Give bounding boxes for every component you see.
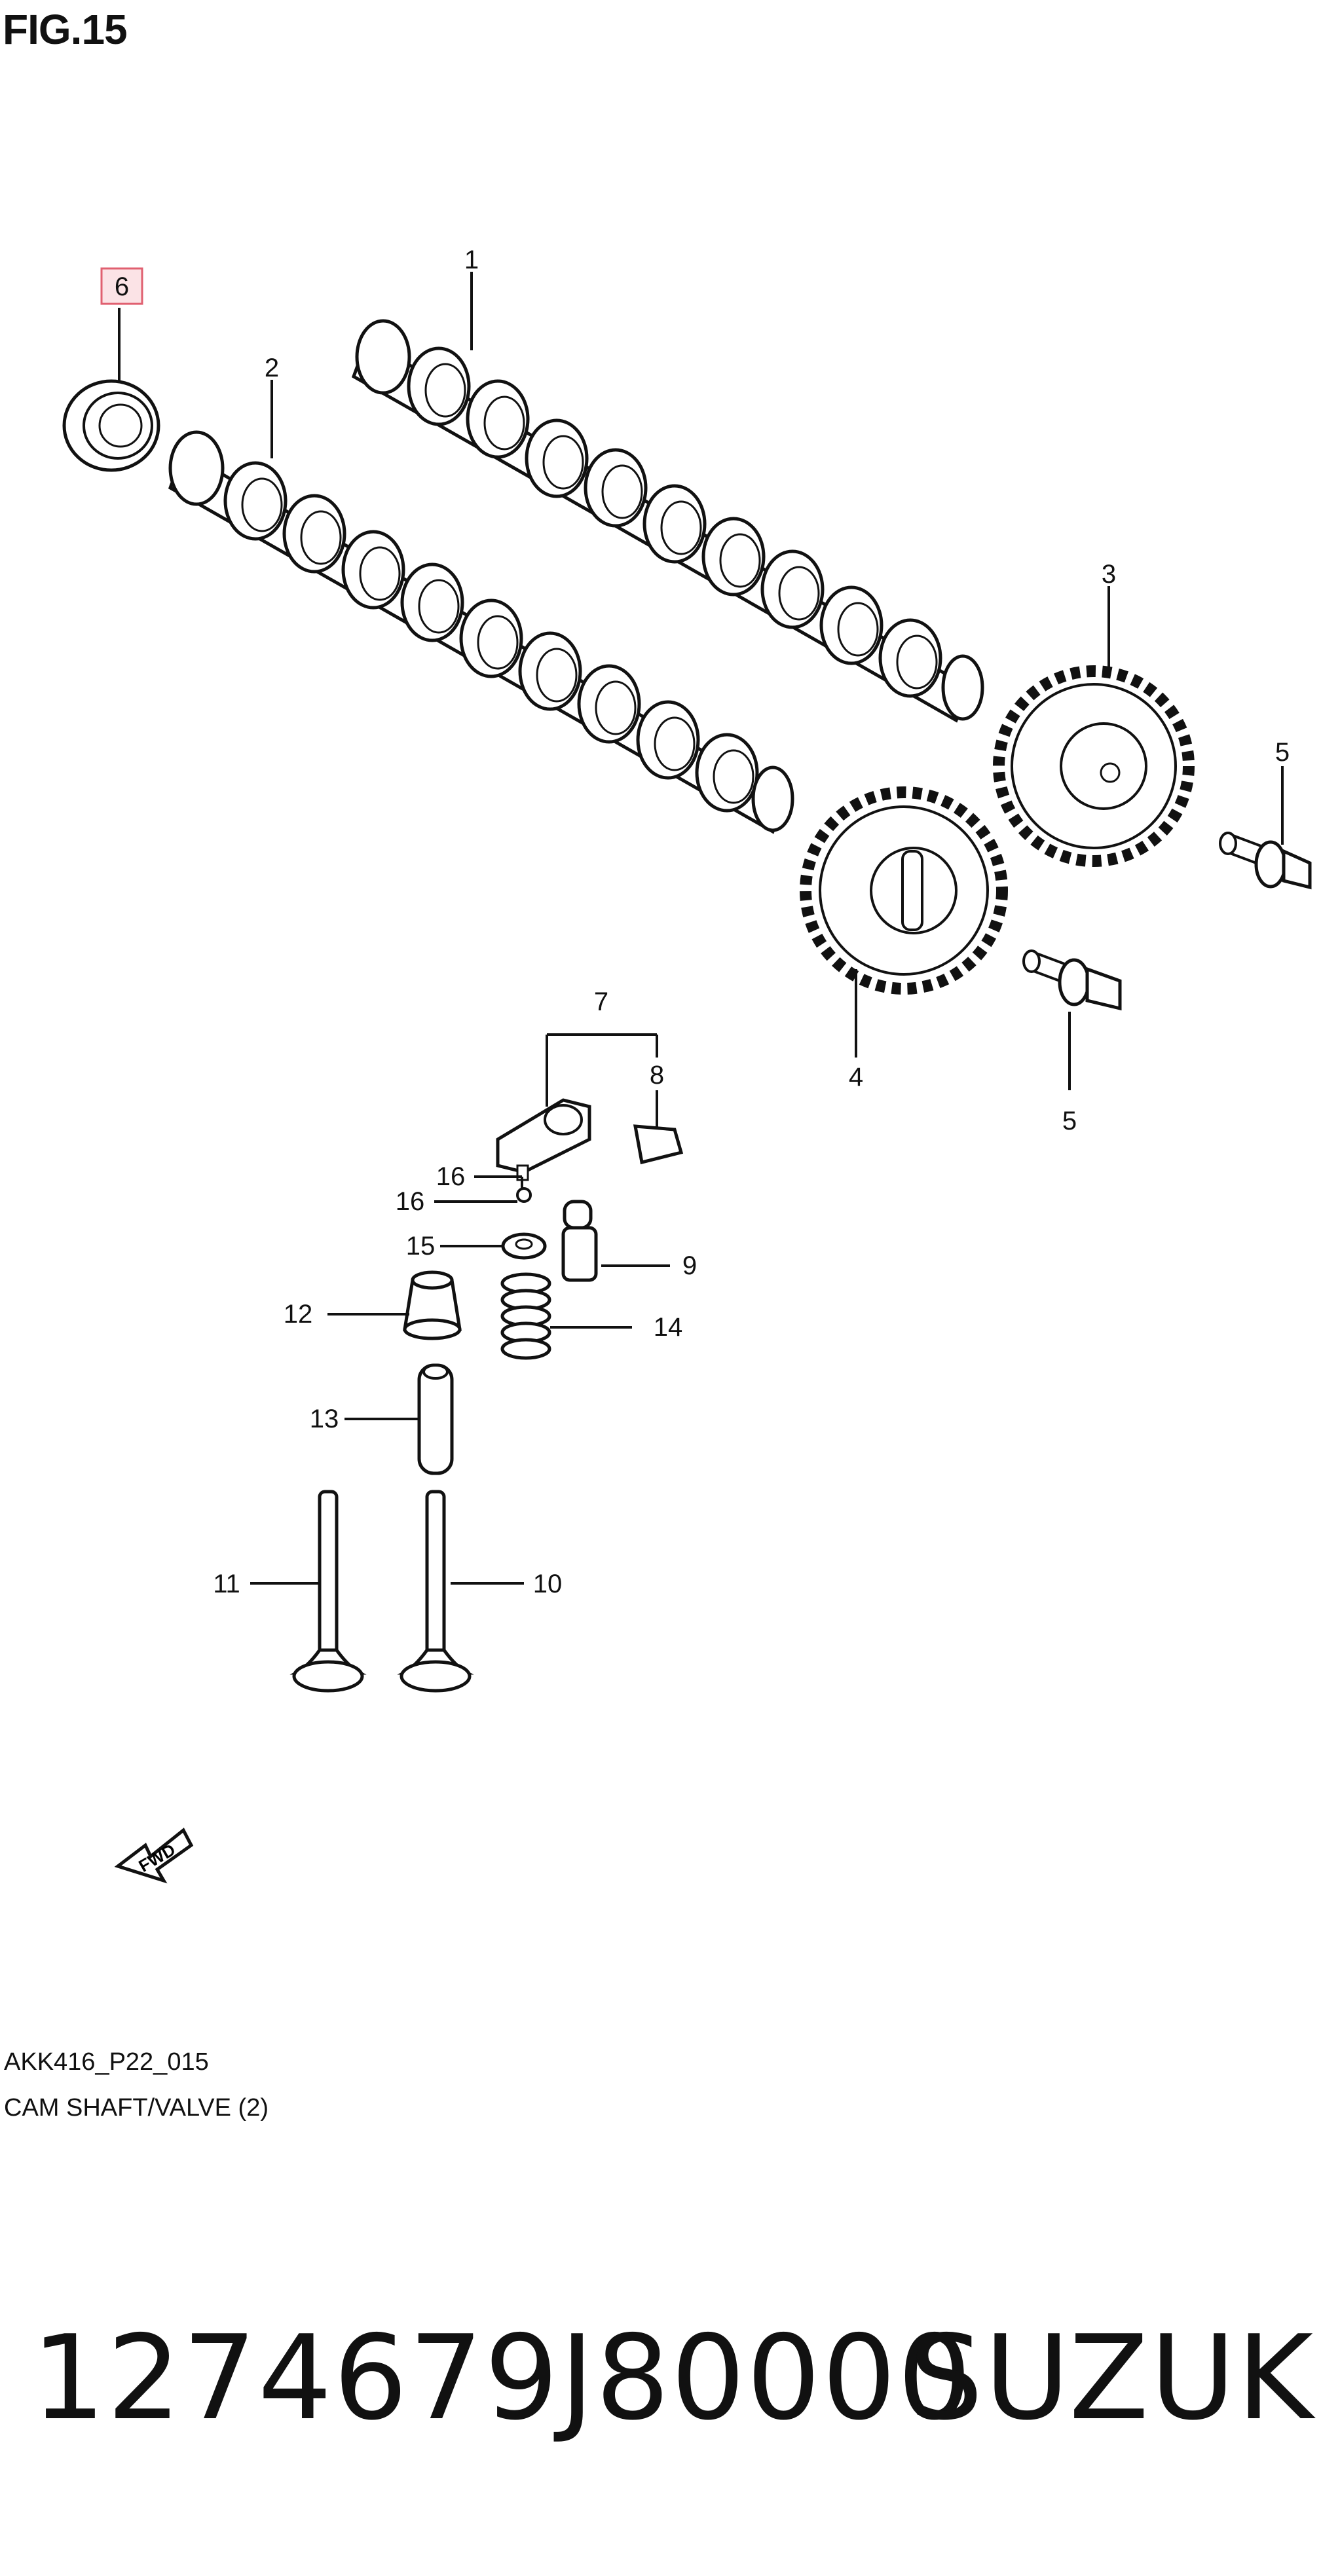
intake-valve-drawing	[397, 1490, 474, 1693]
camshaft-1-drawing	[351, 319, 984, 723]
fwd-arrow: FWD	[114, 1828, 194, 1884]
callout-12: 12	[284, 1300, 313, 1329]
bolt-5-upper-drawing	[1219, 832, 1312, 890]
callout-5-lower: 5	[1062, 1107, 1077, 1135]
callout-15: 15	[406, 1232, 436, 1260]
leader-lines	[118, 272, 1284, 1585]
lash-adjuster-drawing	[561, 1200, 598, 1282]
callout-3: 3	[1102, 560, 1116, 589]
valve-cotter-drawing	[516, 1187, 532, 1203]
callout-5-upper: 5	[1275, 738, 1290, 767]
brand-name: SUZUKI	[909, 2310, 1321, 2446]
callout-2: 2	[265, 354, 279, 382]
clip-drawing	[633, 1124, 684, 1165]
callout-1: 1	[464, 246, 479, 274]
bolt-5-lower-drawing	[1022, 949, 1122, 1011]
spring-retainer-drawing	[501, 1232, 547, 1260]
sprocket-3-drawing	[993, 665, 1195, 867]
camshaft-2-drawing	[168, 430, 794, 834]
callout-6: 6	[115, 272, 129, 301]
figure-code: AKK416_P22_015	[4, 2048, 209, 2076]
callout-7: 7	[594, 987, 608, 1016]
exhaust-valve-drawing	[289, 1490, 367, 1693]
callout-10: 10	[533, 1570, 563, 1598]
callout-8: 8	[650, 1061, 664, 1090]
stem-seal-drawing	[403, 1270, 462, 1340]
callout-6-highlight-box	[100, 267, 143, 305]
oil-seal-drawing	[62, 379, 160, 472]
callout-4: 4	[849, 1063, 863, 1092]
figure-caption: CAM SHAFT/VALVE (2)	[4, 2094, 269, 2122]
callout-9: 9	[682, 1251, 697, 1280]
valve-spring-drawing	[500, 1272, 551, 1360]
callout-11: 11	[213, 1570, 240, 1598]
part-number: 1274679J80000	[31, 2310, 973, 2446]
callout-14: 14	[654, 1313, 683, 1342]
callout-13: 13	[310, 1405, 339, 1433]
sprocket-4-drawing	[800, 786, 1008, 995]
callout-16-upper: 16	[436, 1162, 466, 1191]
rocker-arm-drawing	[496, 1098, 591, 1181]
figure-title: FIG.15	[3, 6, 128, 53]
valve-guide-drawing	[417, 1363, 454, 1475]
callout-16-lower: 16	[396, 1187, 425, 1216]
